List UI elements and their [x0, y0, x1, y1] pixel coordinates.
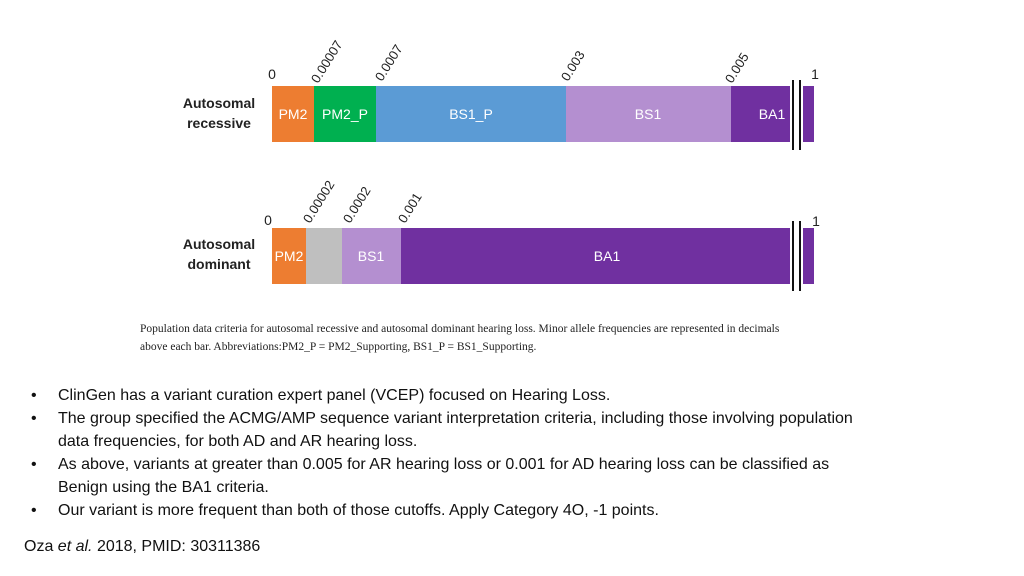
bullet-text: The group specified the ACMG/AMP sequenc… — [58, 410, 853, 427]
citation-details: 2018, PMID: 30311386 — [96, 538, 261, 555]
bullet-item: As above, variants at greater than 0.005… — [28, 453, 988, 499]
segment-label: PM2_P — [322, 106, 368, 122]
row-label-line1: Autosomal — [183, 236, 255, 252]
citation: Oza et al. 2018, PMID: 30311386 — [24, 538, 260, 556]
bullet-item: The group specified the ACMG/AMP sequenc… — [28, 407, 988, 453]
bullet-text: ClinGen has a variant curation expert pa… — [58, 387, 611, 404]
segment-label: PM2 — [275, 248, 304, 264]
segment-label: BA1 — [594, 248, 621, 264]
segment-label: BS1_P — [449, 106, 493, 122]
segment-bar — [272, 86, 314, 142]
autosomal-recessive-row: Autosomal recessive 0 1 0.00007 0.0007 0… — [183, 38, 819, 150]
threshold-labels: 0.00007 0.0007 0.003 0.005 — [308, 38, 752, 86]
citation-author: Oza — [24, 538, 54, 555]
segment-bar — [272, 228, 306, 284]
segment-bs1: BS1 — [342, 228, 401, 284]
start-label: 0 — [264, 212, 272, 228]
segment-pm2: PM2 — [272, 86, 314, 142]
segment-bar — [306, 228, 342, 284]
diagram-caption: Population data criteria for autosomal r… — [140, 320, 880, 356]
row-label-line2: dominant — [188, 256, 251, 272]
threshold-label: 0.001 — [395, 190, 425, 226]
segment-pm2-p: PM2_P — [314, 86, 376, 142]
bullet-text: Our variant is more frequent than both o… — [58, 502, 659, 519]
bullet-text: Benign using the BA1 criteria. — [58, 479, 269, 496]
citation-etal: et al. — [57, 538, 93, 555]
segment-label: BA1 — [759, 106, 786, 122]
caption-line: Population data criteria for autosomal r… — [140, 323, 780, 335]
row-label-line2: recessive — [187, 115, 251, 131]
segment-label: BS1 — [635, 106, 662, 122]
segment-label: PM2 — [279, 106, 308, 122]
threshold-label: 0.005 — [722, 50, 752, 86]
axis-break-marker — [790, 221, 803, 291]
segment-bar — [401, 228, 814, 284]
segment-bs1: BS1 — [566, 86, 731, 142]
end-label: 1 — [811, 66, 819, 82]
bullet-text: data frequencies, for both AD and AR hea… — [58, 433, 418, 450]
threshold-label: 0.003 — [558, 48, 588, 84]
caption-line: above each bar. Abbreviations:PM2_P = PM… — [140, 341, 537, 353]
axis-break-marker — [790, 80, 803, 150]
bullet-text: As above, variants at greater than 0.005… — [58, 456, 830, 473]
segment-bar — [566, 86, 731, 142]
bullet-item: Our variant is more frequent than both o… — [28, 499, 988, 522]
bullet-list: ClinGen has a variant curation expert pa… — [28, 384, 988, 522]
threshold-label: 0.00007 — [308, 38, 346, 86]
autosomal-dominant-row: Autosomal dominant 0 1 0.00002 0.0002 0.… — [183, 178, 820, 291]
row-label-line1: Autosomal — [183, 95, 255, 111]
segment-unassigned — [306, 228, 342, 284]
frequency-criteria-diagram: Autosomal recessive 0 1 0.00007 0.0007 0… — [183, 38, 820, 291]
bullet-item: ClinGen has a variant curation expert pa… — [28, 384, 988, 407]
segment-ba1: BA1 — [401, 228, 814, 284]
segment-pm2: PM2 — [272, 228, 306, 284]
segment-bar — [314, 86, 376, 142]
start-label: 0 — [268, 66, 276, 82]
threshold-label: 0.00002 — [300, 178, 338, 226]
end-label: 1 — [812, 213, 820, 229]
threshold-label: 0.0007 — [372, 42, 406, 84]
segment-bs1-p: BS1_P — [376, 86, 566, 142]
segment-bar — [376, 86, 566, 142]
threshold-labels: 0.00002 0.0002 0.001 — [300, 178, 425, 226]
segment-bar — [342, 228, 401, 284]
segment-label: BS1 — [358, 248, 385, 264]
threshold-label: 0.0002 — [340, 184, 374, 226]
